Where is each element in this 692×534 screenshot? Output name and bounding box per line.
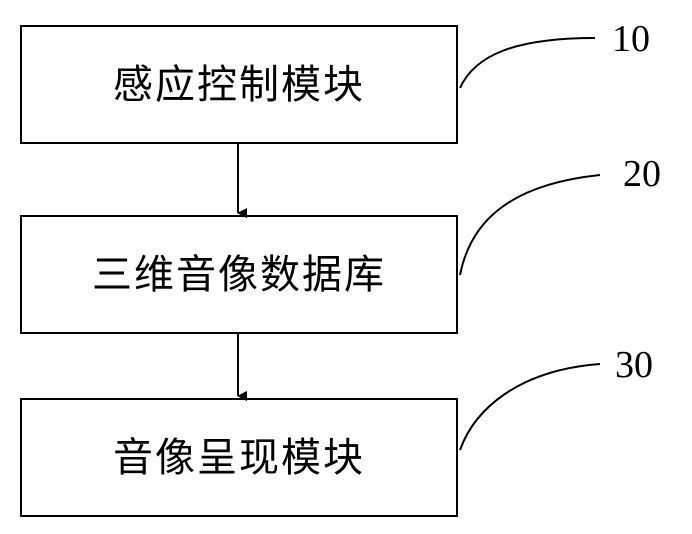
leader-line-30 [460, 364, 600, 450]
leader-line-10 [460, 38, 595, 88]
leader-line-20 [460, 175, 600, 275]
